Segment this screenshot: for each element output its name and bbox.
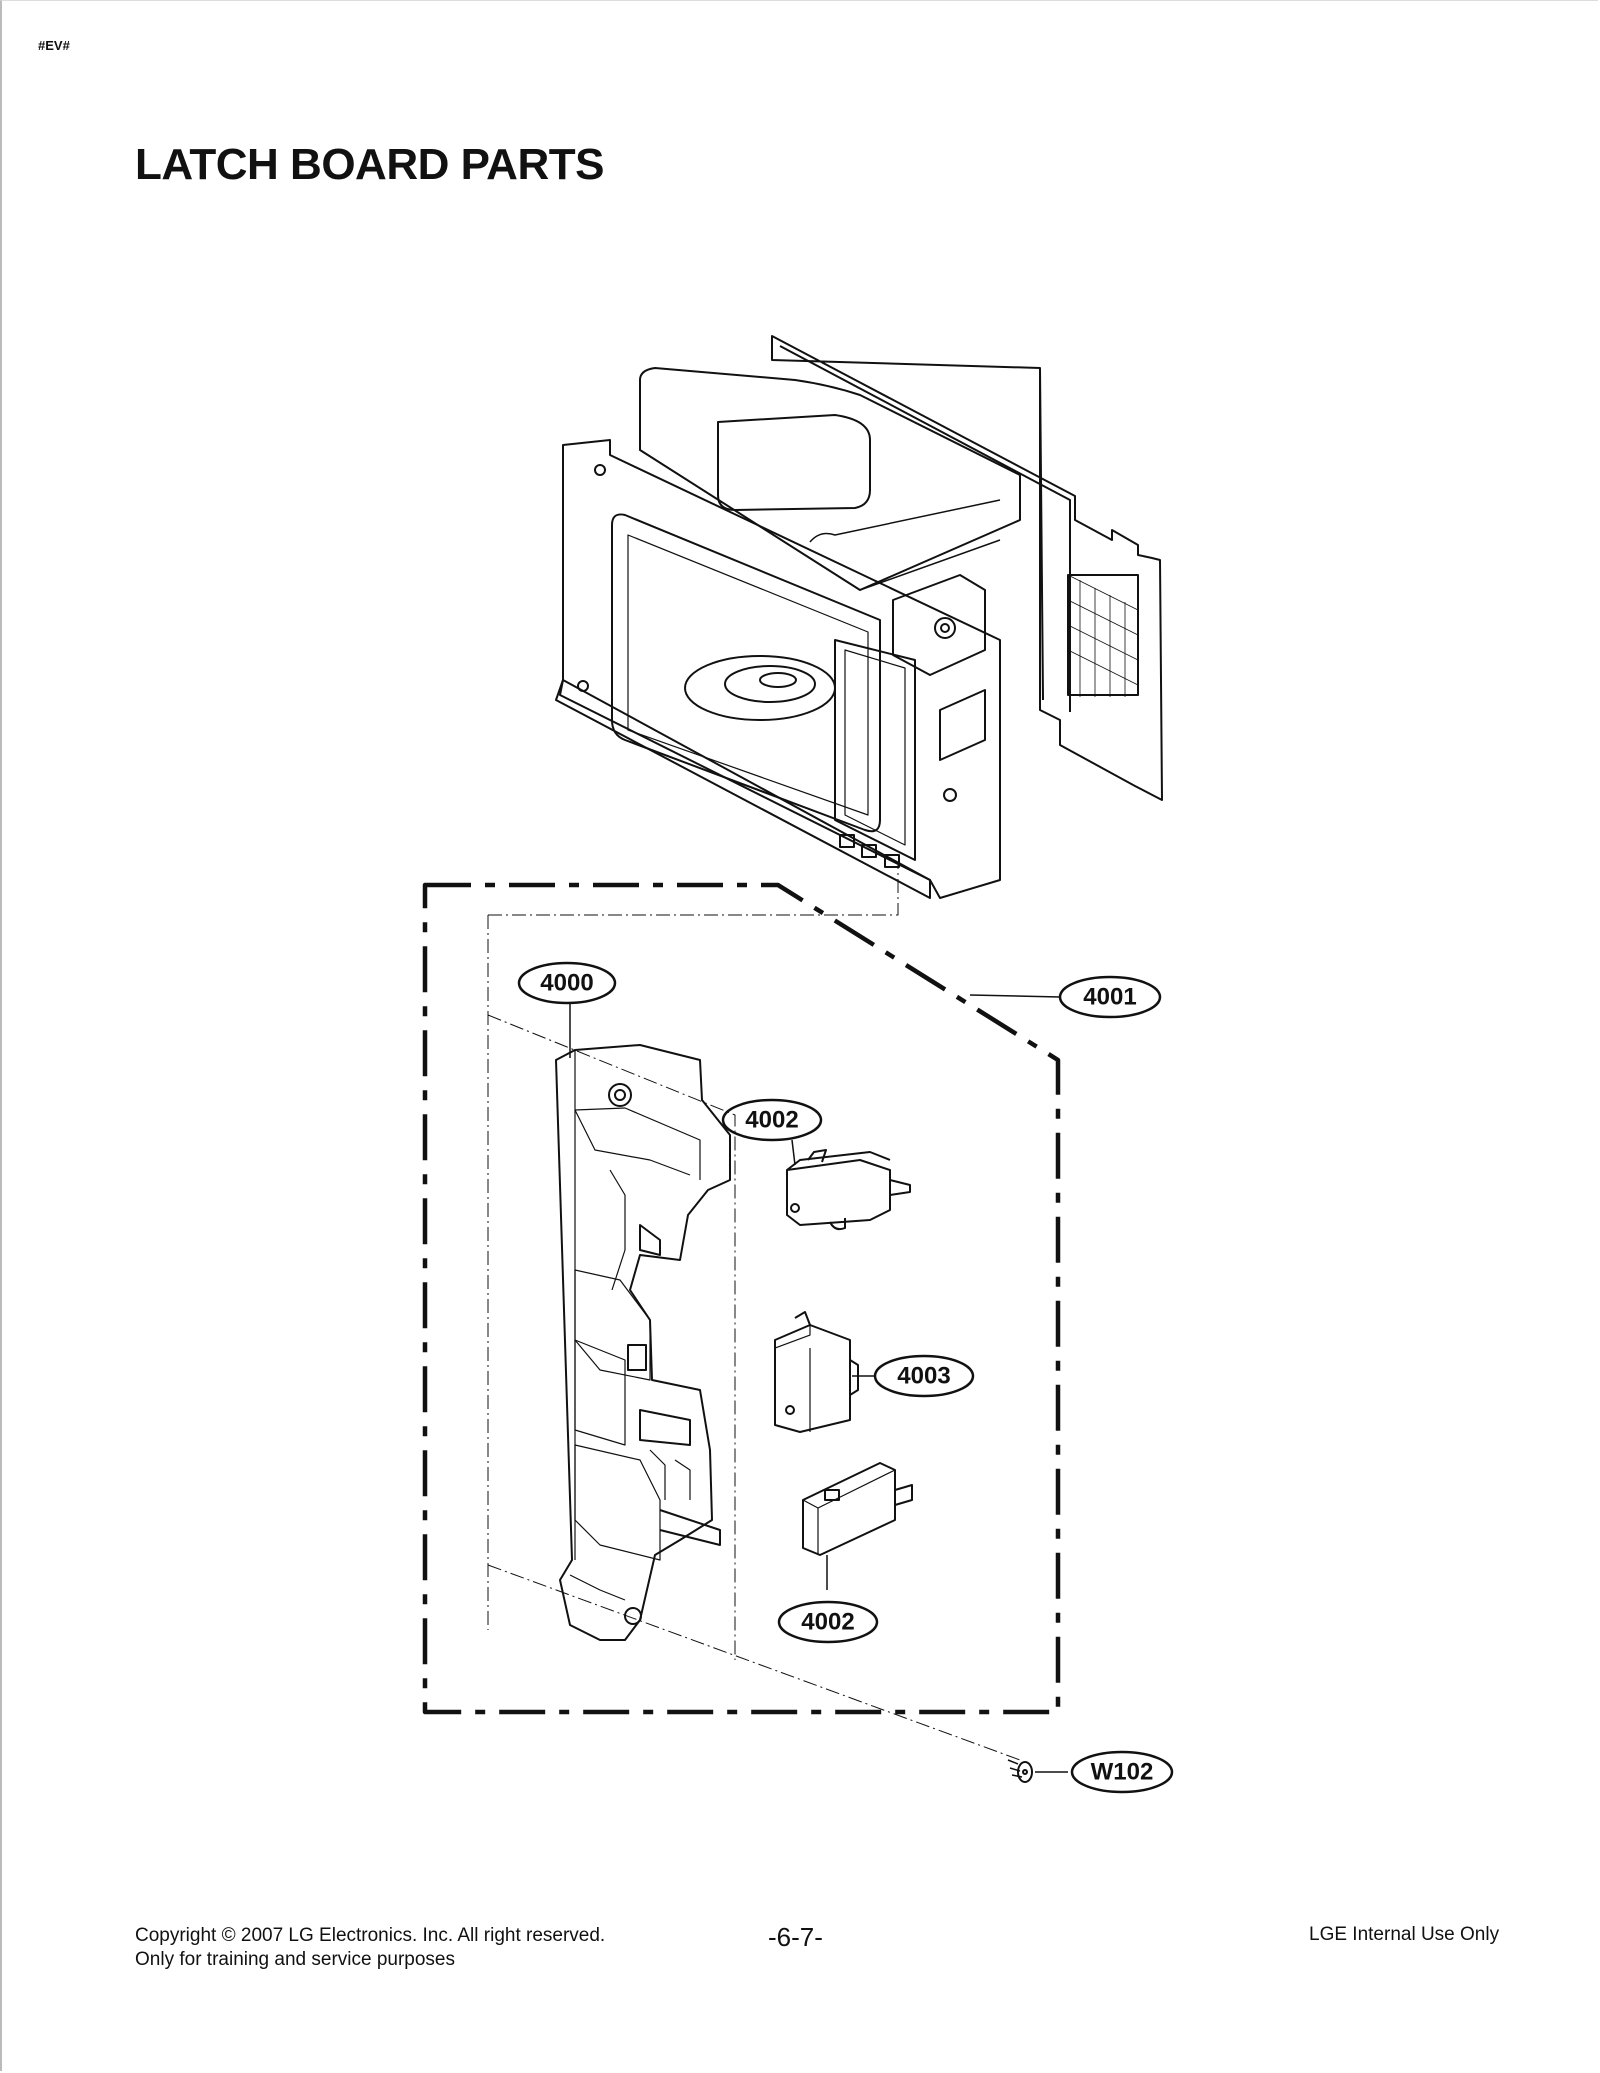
callout-label-4000: 4000	[540, 970, 593, 997]
switch-upper-illustration	[786, 1149, 911, 1231]
assembly-inner-outline	[487, 865, 1021, 1761]
latch-board-illustration	[555, 1044, 731, 1641]
microwave-chassis-illustration	[555, 335, 1163, 899]
screw-illustration	[1007, 1759, 1033, 1783]
cavity-top	[639, 367, 1021, 591]
callout-oval-w102	[1070, 1750, 1174, 1794]
switch-lower-illustration	[802, 1462, 913, 1556]
callout-oval-4000	[517, 961, 617, 1005]
switch-middle-illustration	[774, 1311, 859, 1433]
page-number: -6-7-	[768, 1922, 823, 1952]
page-title: LATCH BOARD PARTS	[135, 140, 604, 189]
callout-label-w102: W102	[1091, 1759, 1154, 1786]
callout-label-4002-lower: 4002	[801, 1609, 854, 1636]
vent-grille	[1067, 574, 1139, 696]
callout-label-4001: 4001	[1083, 984, 1136, 1011]
front-plate	[559, 439, 1001, 899]
callout-oval-4002-lower	[777, 1600, 879, 1644]
assembly-boundary	[422, 882, 1061, 1715]
callout-oval-4001	[1058, 975, 1162, 1019]
purpose-text: Only for training and service purposes	[135, 1949, 455, 1970]
motor-bracket	[892, 574, 986, 676]
copyright-text: Copyright © 2007 LG Electronics. Inc. Al…	[135, 1925, 606, 1946]
callout-label-4003: 4003	[897, 1363, 950, 1390]
internal-use-text: LGE Internal Use Only	[1309, 1924, 1500, 1945]
chassis-back-frame	[771, 335, 1163, 801]
footer-left: Copyright © 2007 LG Electronics. Inc. Al…	[135, 1924, 605, 1972]
document-tag: #EV#	[38, 38, 70, 53]
callout-oval-4002-upper	[721, 1098, 823, 1142]
callout-label-4002-upper: 4002	[745, 1107, 798, 1134]
callout-oval-4003	[873, 1354, 975, 1398]
cavity-opening	[611, 513, 881, 833]
